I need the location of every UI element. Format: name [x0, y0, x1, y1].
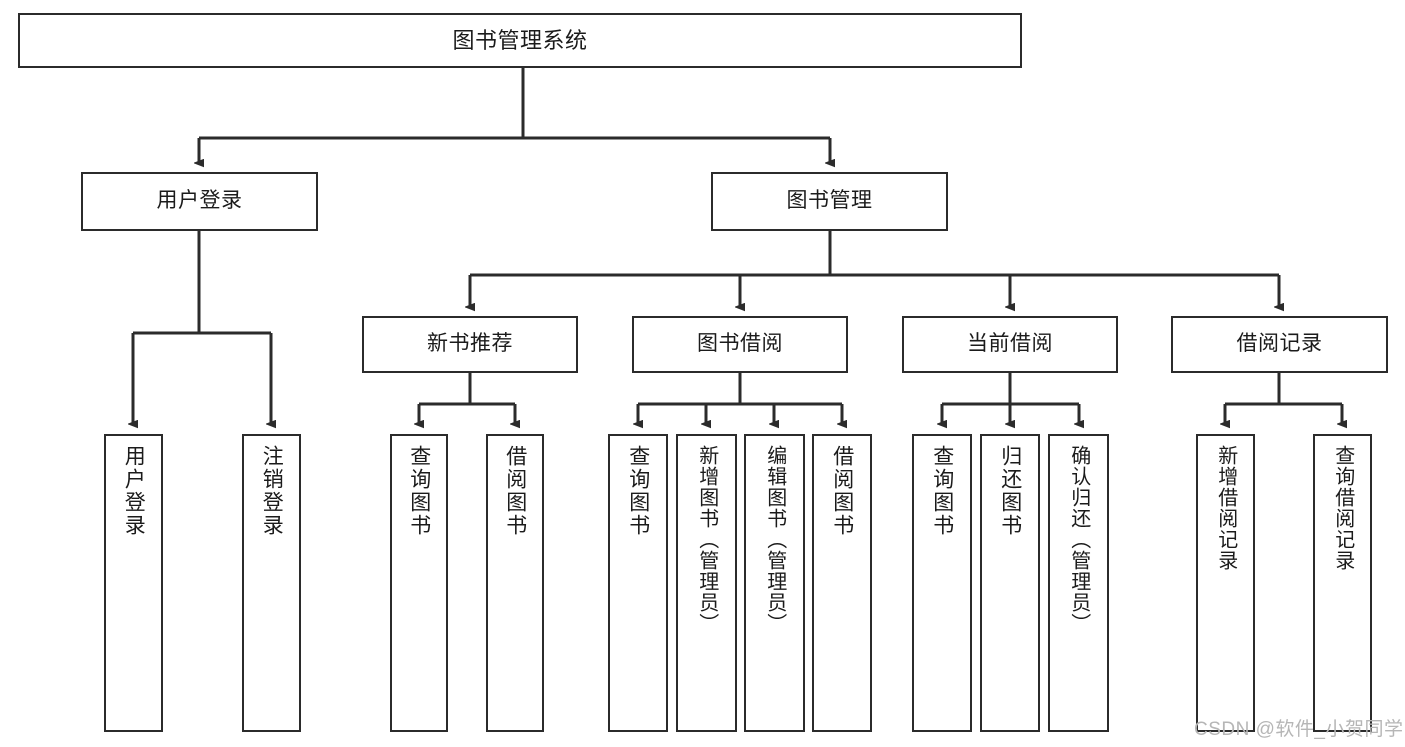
node-label: 图书管理系统 — [452, 27, 588, 53]
leaf-borrow-borrow-book[interactable]: 借阅图书 — [812, 434, 872, 732]
node-borrow-records[interactable]: 借阅记录 — [1171, 316, 1388, 373]
node-new-book-recommend[interactable]: 新书推荐 — [362, 316, 578, 373]
leaf-borrow-query-book[interactable]: 查询图书 — [608, 434, 668, 732]
watermark-csdn: CSDN @软件_小贺同学 — [1194, 719, 1404, 740]
node-label: 当前借阅 — [967, 332, 1053, 356]
node-label: 借阅记录 — [1236, 332, 1323, 356]
node-label: 查询图书 — [930, 445, 954, 537]
node-label: 编辑图书（管理员） — [763, 445, 786, 634]
node-label: 新增图书（管理员） — [695, 445, 718, 634]
node-label: 借阅图书 — [830, 445, 854, 537]
leaf-borrow-add-book-admin[interactable]: 新增图书（管理员） — [676, 434, 737, 732]
node-book-borrow[interactable]: 图书借阅 — [632, 316, 848, 373]
node-label: 查询图书 — [626, 445, 650, 537]
node-current-borrow[interactable]: 当前借阅 — [902, 316, 1118, 373]
leaf-current-query-book[interactable]: 查询图书 — [912, 434, 972, 732]
node-label: 新书推荐 — [427, 332, 513, 356]
leaf-new-book-borrow[interactable]: 借阅图书 — [486, 434, 544, 732]
node-label: 查询借阅记录 — [1331, 445, 1354, 571]
node-label: 注销登录 — [260, 445, 284, 537]
leaf-records-add-record[interactable]: 新增借阅记录 — [1196, 434, 1255, 732]
node-label: 用户登录 — [156, 189, 243, 213]
node-label: 用户登录 — [122, 445, 146, 537]
node-label: 图书管理 — [786, 189, 873, 213]
node-user-login[interactable]: 用户登录 — [81, 172, 318, 231]
node-label: 归还图书 — [998, 445, 1022, 537]
node-book-management[interactable]: 图书管理 — [711, 172, 948, 231]
node-root-book-management-system[interactable]: 图书管理系统 — [18, 13, 1022, 68]
node-label: 图书借阅 — [697, 332, 783, 356]
leaf-current-confirm-return-admin[interactable]: 确认归还（管理员） — [1048, 434, 1109, 732]
node-label: 确认归还（管理员） — [1067, 445, 1090, 634]
leaf-borrow-edit-book-admin[interactable]: 编辑图书（管理员） — [744, 434, 805, 732]
node-label: 新增借阅记录 — [1214, 445, 1237, 571]
leaf-new-book-query[interactable]: 查询图书 — [390, 434, 448, 732]
leaf-current-return-book[interactable]: 归还图书 — [980, 434, 1040, 732]
leaf-user-login-signin[interactable]: 用户登录 — [104, 434, 163, 732]
leaf-records-query-record[interactable]: 查询借阅记录 — [1313, 434, 1372, 732]
node-label: 查询图书 — [407, 445, 431, 537]
leaf-user-login-signout[interactable]: 注销登录 — [242, 434, 301, 732]
node-label: 借阅图书 — [503, 445, 527, 537]
